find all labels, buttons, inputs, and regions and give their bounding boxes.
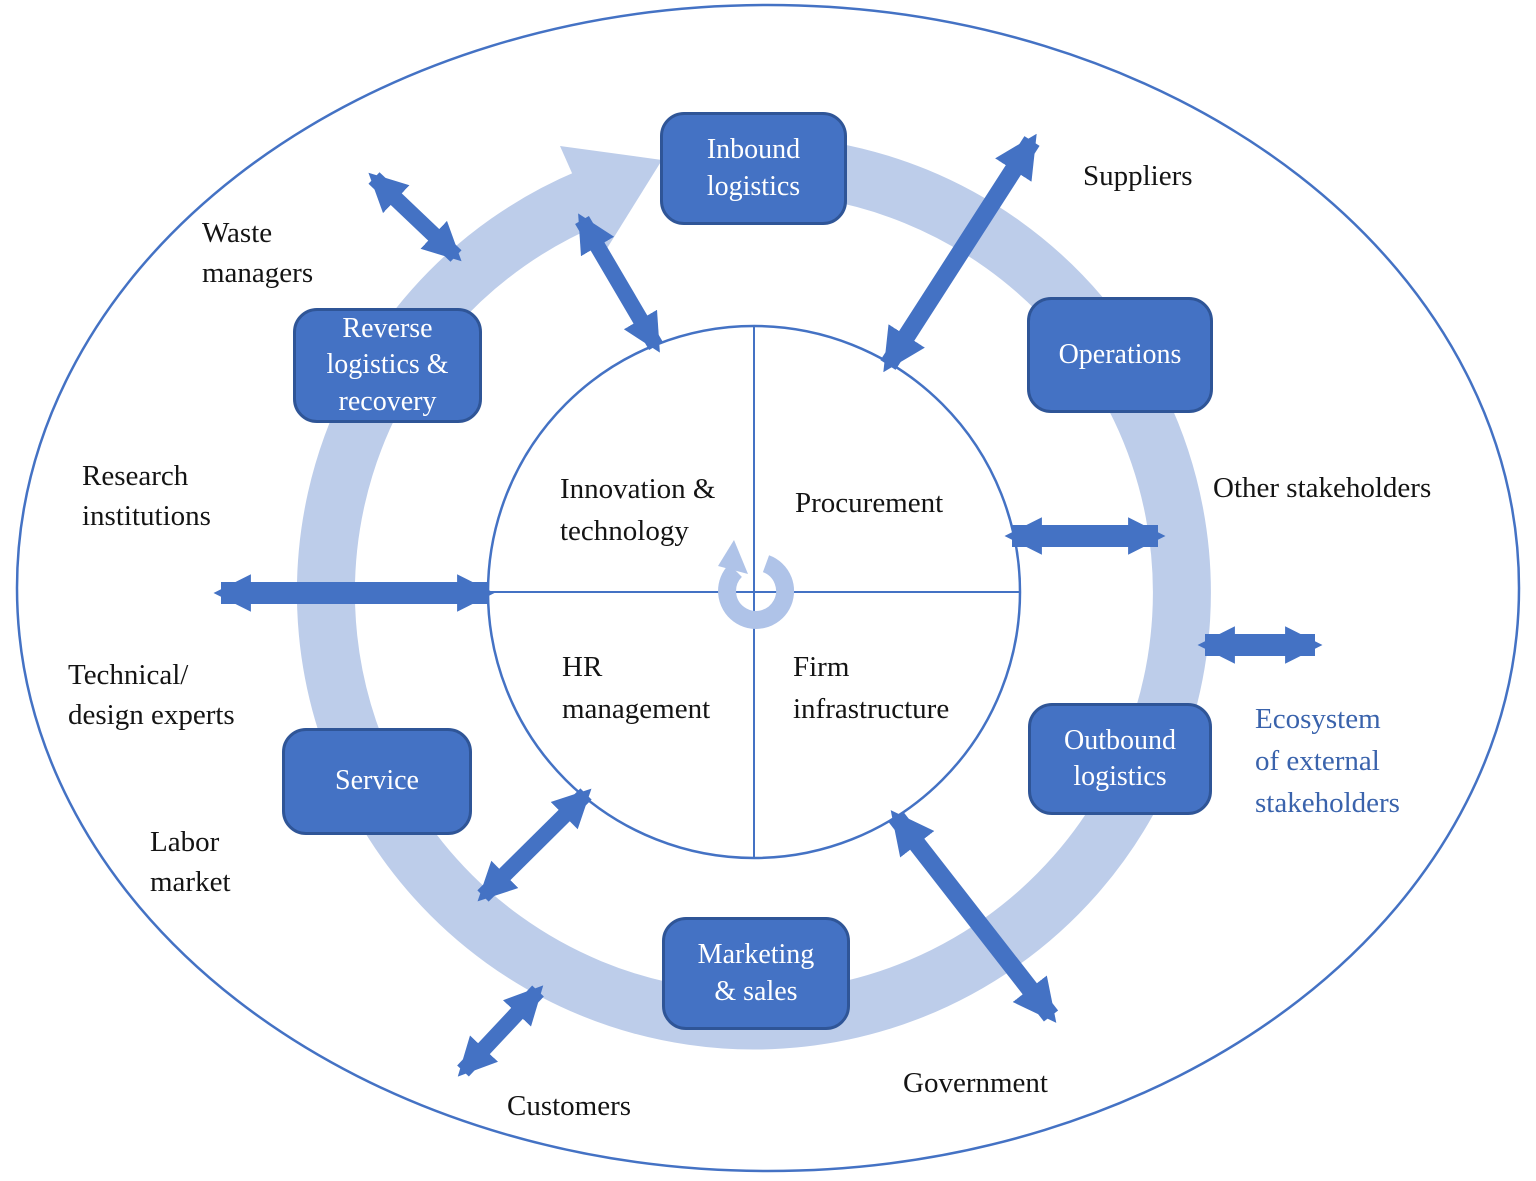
label-other-stakeholders: Other stakeholders (1213, 472, 1432, 504)
arrow-waste-managers (368, 172, 462, 262)
node-reverse-logistics: Reverse logistics & recovery (293, 308, 482, 423)
node-inbound-logistics: Inbound logistics (660, 112, 847, 225)
arrow-customers (457, 985, 544, 1077)
arrow-government (888, 810, 1059, 1023)
quadrant-firm-infrastructure: Firm infrastructure (793, 651, 950, 726)
label-suppliers: Suppliers (1083, 160, 1193, 192)
arrow-service (477, 788, 592, 902)
quadrant-hr-management: HR management (562, 651, 711, 726)
label-ecosystem-of-external-stakeholders: Ecosystem of external stakeholders (1255, 703, 1400, 820)
arrow-inbound-logistics (575, 213, 663, 353)
label-government: Government (903, 1067, 1048, 1099)
quadrant-innovation-technology: Innovation & technology (560, 473, 716, 548)
ecosystem-boundary-ellipse (15, 3, 1521, 1173)
label-research-institutions: Research institutions (82, 460, 211, 533)
node-outbound-logistics: Outbound logistics (1028, 703, 1212, 815)
cycle-arrow-icon (718, 540, 795, 629)
arrow-suppliers (880, 133, 1040, 373)
label-technical-design-experts: Technical/ design experts (68, 659, 235, 732)
quadrant-procurement: Procurement (795, 487, 944, 519)
node-service: Service (282, 728, 472, 835)
ring-arrowhead (560, 146, 662, 250)
node-operations: Operations (1027, 297, 1213, 413)
label-customers: Customers (507, 1090, 632, 1122)
node-marketing-sales: Marketing & sales (662, 917, 850, 1030)
label-labor-market: Labor market (150, 826, 231, 899)
label-waste-managers: Waste managers (202, 217, 314, 290)
